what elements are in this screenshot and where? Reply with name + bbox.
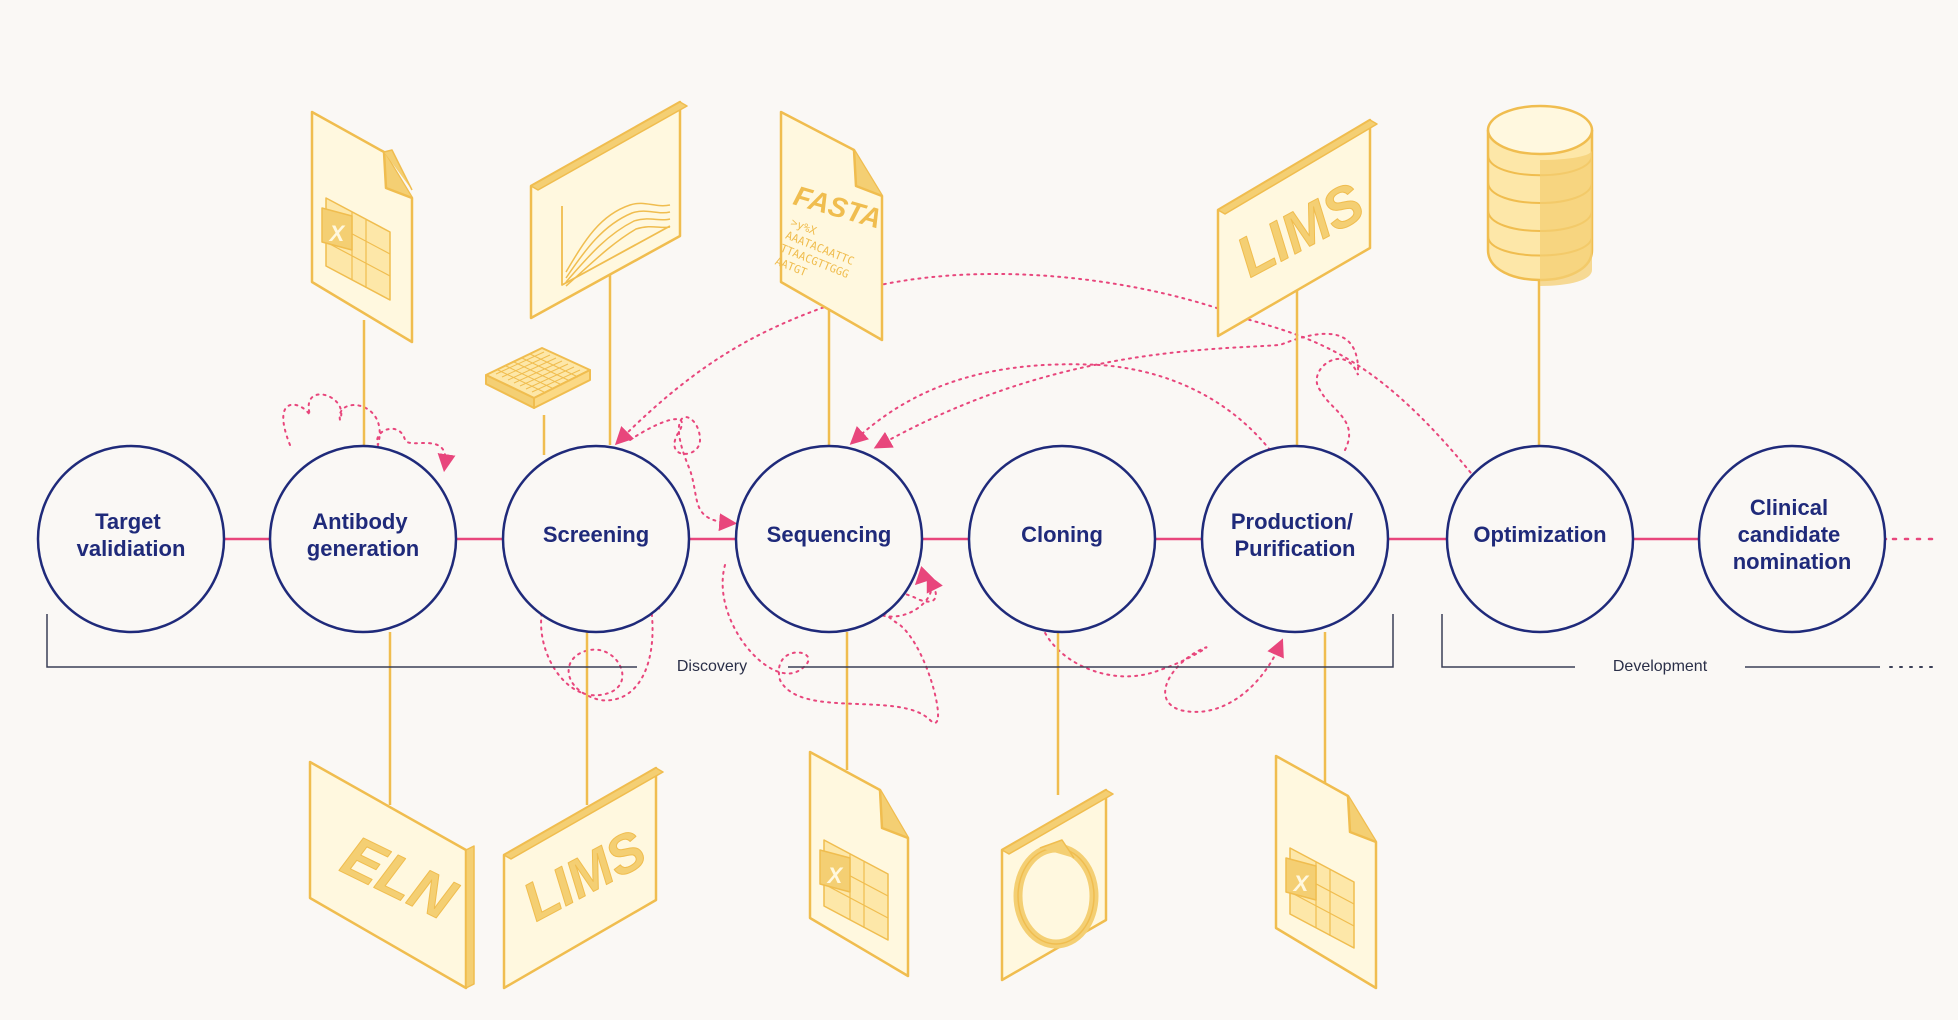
loop-screening-sequencing (629, 416, 738, 532)
stage-circles (36, 444, 1887, 634)
loop-antibody (282, 393, 456, 473)
stage-circle-clinical-candidate-nomination[interactable] (1697, 444, 1887, 634)
excel-mark: X (328, 221, 346, 246)
database-icon (1486, 104, 1594, 286)
plasmid-panel-icon (1000, 788, 1114, 982)
stage-circle-sequencing[interactable] (734, 444, 924, 634)
stage-circle-target-validation[interactable] (36, 444, 226, 634)
stage-label-antibody-generation: Antibody generation (307, 509, 419, 561)
excel-file-icon: X (310, 110, 414, 344)
chart-panel-icon (529, 100, 688, 320)
stage-circle-production-purification[interactable] (1200, 444, 1390, 634)
stage-circle-optimization[interactable] (1445, 444, 1635, 634)
loop-production-sequencing-1 (849, 363, 1271, 451)
well-plate-icon (485, 347, 591, 409)
phase-development: Development (1441, 614, 1936, 675)
eln-panel-icon: ELN (308, 760, 475, 990)
excel-mark-sequencing: X (826, 863, 844, 888)
loop-sequencing-cloning (869, 573, 943, 618)
stage-circle-screening[interactable] (501, 444, 691, 634)
stage-circle-antibody-generation[interactable] (268, 444, 458, 634)
fasta-file-icon: FASTA >y%X AAATACAATTC TTAACGTTGGG AATGT (773, 110, 885, 342)
stage-label-clinical-candidate-nomination: Clinical candidate nomination (1733, 495, 1852, 574)
loop-cloning-production (1039, 619, 1284, 713)
stage-label-optimization: Optimization (1473, 522, 1606, 547)
lims-bottom-panel-icon: LIMS (502, 766, 664, 990)
phase-discovery: Discovery (46, 614, 1394, 675)
stage-labels: Target validiation Antibody generation S… (77, 495, 1852, 574)
phase-label-development: Development (1613, 658, 1708, 675)
stage-label-sequencing: Sequencing (767, 522, 892, 547)
loop-production-sequencing-2 (873, 332, 1360, 451)
loop-sequencing-bottom (721, 564, 939, 724)
excel-file-icon-production: X (1274, 754, 1378, 990)
tile-connectors (362, 270, 1541, 805)
loop-screening-bottom (540, 592, 661, 702)
stage-circle-cloning[interactable] (967, 444, 1157, 634)
stage-label-screening: Screening (543, 522, 649, 547)
loop-optimization-fasta (879, 272, 1476, 479)
loop-fasta-screening (614, 304, 831, 446)
phase-label-discovery: Discovery (677, 658, 747, 675)
stage-label-production-purification: Production/ Purification (1231, 509, 1359, 561)
stage-label-target-validation: Target validiation (77, 509, 186, 561)
excel-mark-production: X (1292, 871, 1310, 896)
excel-file-icon-sequencing: X (808, 750, 910, 978)
stage-label-cloning: Cloning (1021, 522, 1103, 547)
